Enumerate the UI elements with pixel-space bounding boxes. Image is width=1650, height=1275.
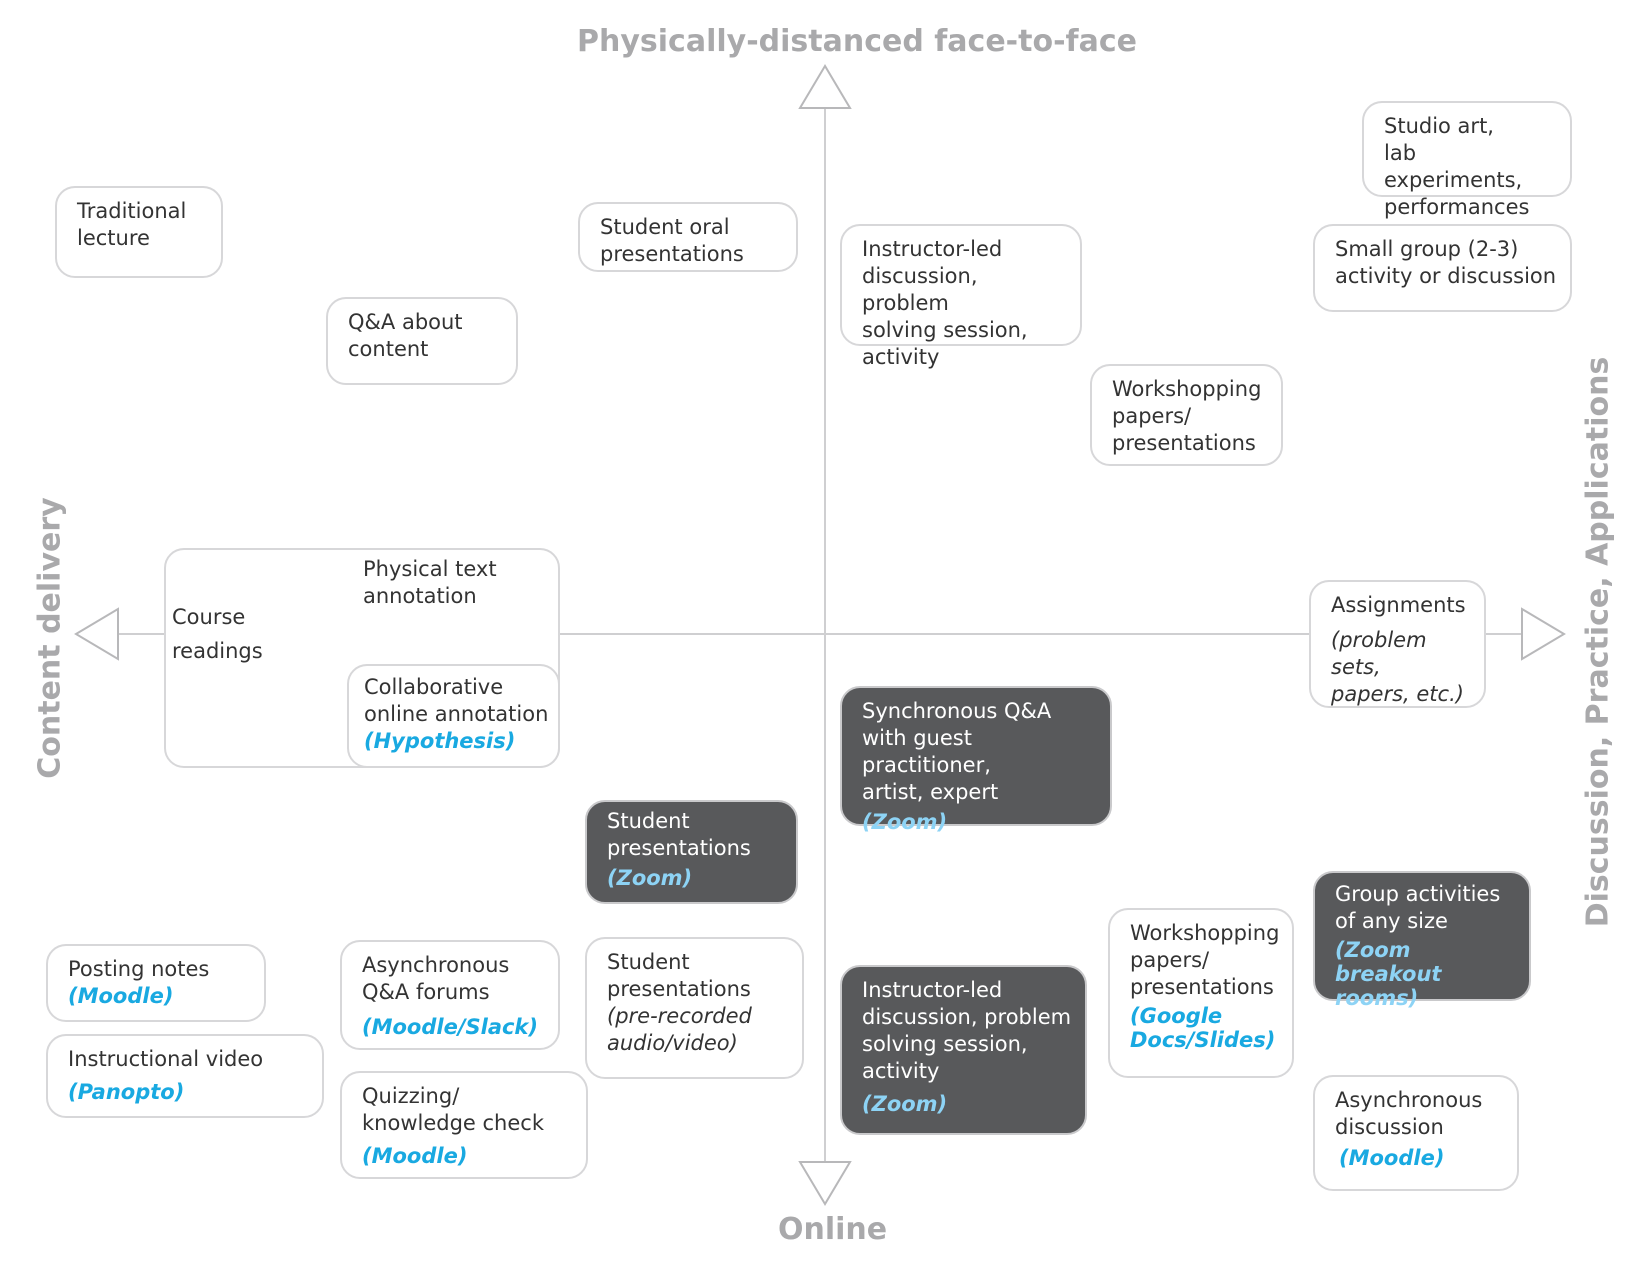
arrow-right-icon: [1521, 607, 1566, 661]
box-line: Physical text: [363, 557, 497, 581]
box-line: presentations: [600, 242, 744, 266]
box-collab-annotation: Collaborative online annotation (Hypothe…: [347, 664, 560, 768]
box-line: Student: [607, 950, 690, 974]
box-line: papers/: [1112, 404, 1192, 428]
axis-label-right: Discussion, Practice, Applications: [1580, 356, 1616, 928]
box-instructor-led-online: Instructor-led discussion, problem solvi…: [840, 965, 1087, 1135]
box-studio-art: Studio art, lab experiments, performance…: [1362, 101, 1572, 219]
tool-label: (Hypothesis): [364, 729, 516, 753]
box-workshopping-f2f: Workshopping papers/ presentations: [1090, 364, 1283, 466]
box-async-qa: Asynchronous Q&A forums (Moodle/Slack): [340, 940, 560, 1050]
box-instructor-led-f2f: Instructor-led discussion, problem solvi…: [840, 224, 1082, 369]
arrow-left-icon: [74, 607, 119, 661]
box-small-group: Small group (2-3) activity or discussion: [1313, 224, 1572, 312]
box-line: Collaborative: [364, 675, 504, 699]
box-italic-line: papers, etc.): [1331, 682, 1464, 706]
box-line: activity: [862, 345, 940, 369]
tool-label: (Zoom): [862, 810, 948, 834]
box-line: online annotation: [364, 702, 549, 726]
box-traditional-lecture: Traditional lecture: [55, 186, 223, 278]
box-line: Q&A forums: [362, 980, 490, 1004]
box-line: solving session,: [862, 318, 1028, 342]
box-line: Posting notes: [68, 957, 210, 981]
tool-label: (Moodle): [1339, 1146, 1445, 1170]
box-posting-notes: Posting notes (Moodle): [46, 944, 266, 1022]
tool-label: (Google Docs/Slides): [1130, 1004, 1276, 1052]
box-line: lecture: [77, 226, 150, 250]
box-line: discussion, problem: [862, 264, 978, 315]
box-line: presentations: [607, 836, 751, 860]
box-line: Assignments: [1331, 593, 1466, 617]
box-line: presentations: [607, 977, 751, 1001]
box-italic-line: (pre-recorded: [607, 1004, 752, 1028]
box-line: content: [348, 337, 429, 361]
box-assignments: Assignments (problem sets, papers, etc.): [1309, 580, 1486, 708]
box-line: presentations: [1130, 975, 1274, 999]
box-line: lab experiments,: [1384, 141, 1523, 192]
box-student-pres-recorded: Student presentations (pre-recorded audi…: [585, 937, 804, 1079]
tool-label: (Moodle/Slack): [362, 1015, 538, 1039]
box-line: Studio art,: [1384, 114, 1494, 138]
box-line: knowledge check: [362, 1111, 544, 1135]
box-italic-line: (problem sets,: [1331, 628, 1427, 679]
box-line: Instructional video: [68, 1047, 264, 1071]
box-line: performances: [1384, 195, 1530, 219]
box-line: Workshopping: [1130, 921, 1280, 945]
axis-label-bottom: Online: [778, 1212, 888, 1247]
tool-label: (Panopto): [68, 1080, 185, 1104]
box-line: Instructor-led: [862, 237, 1003, 261]
box-line: activity: [862, 1059, 940, 1083]
arrow-down-icon: [798, 1161, 852, 1206]
box-qa-content: Q&A about content: [326, 297, 518, 385]
box-line: Instructor-led: [862, 978, 1003, 1002]
axis-label-left: Content delivery: [32, 497, 68, 779]
box-line: readings: [172, 639, 263, 663]
box-line: discussion, problem: [862, 1005, 1072, 1029]
box-line: Small group (2-3): [1335, 237, 1519, 261]
box-line: solving session,: [862, 1032, 1028, 1056]
box-line: discussion: [1335, 1115, 1444, 1139]
box-line: of any size: [1335, 909, 1448, 933]
box-line: Course: [172, 605, 246, 629]
box-group-activities: Group activities of any size (Zoom break…: [1313, 871, 1531, 1010]
box-italic-line: audio/video): [607, 1031, 738, 1055]
arrow-up-icon: [798, 64, 852, 109]
box-line: papers/: [1130, 948, 1210, 972]
box-sync-qa-guest: Synchronous Q&A with guest practitioner,…: [840, 686, 1112, 834]
box-workshopping-online: Workshopping papers/ presentations (Goog…: [1108, 908, 1294, 1078]
box-student-pres-zoom: Student presentations (Zoom): [585, 800, 798, 904]
box-line: with guest practitioner,: [862, 726, 991, 777]
box-async-discussion: Asynchronous discussion (Moodle): [1313, 1075, 1519, 1191]
tool-label: (Moodle): [362, 1144, 468, 1168]
course-readings-label: Course readings: [172, 600, 263, 668]
tool-label: (Zoom): [862, 1092, 948, 1116]
box-line: Q&A about: [348, 310, 463, 334]
box-line: Quizzing/: [362, 1084, 460, 1108]
box-instructional-video: Instructional video (Panopto): [46, 1034, 324, 1118]
tool-label: (Moodle): [68, 984, 174, 1008]
box-line: Student oral: [600, 215, 730, 239]
box-line: annotation: [363, 584, 477, 608]
box-line: activity or discussion: [1335, 264, 1557, 288]
box-line: Traditional: [77, 199, 187, 223]
box-quizzing: Quizzing/ knowledge check (Moodle): [340, 1071, 588, 1179]
box-line: presentations: [1112, 431, 1256, 455]
box-line: Asynchronous: [1335, 1088, 1483, 1112]
axis-label-top: Physically-distanced face-to-face: [577, 24, 1137, 59]
tool-label: (Zoom breakout rooms): [1335, 938, 1442, 1010]
box-line: Asynchronous: [362, 953, 510, 977]
box-oral-presentations: Student oral presentations: [578, 202, 798, 272]
box-line: Synchronous Q&A: [862, 699, 1052, 723]
box-line: Workshopping: [1112, 377, 1262, 401]
box-line: Student: [607, 809, 690, 833]
tool-label: (Zoom): [607, 866, 693, 890]
box-line: Group activities: [1335, 882, 1501, 906]
physical-annotation-label: Physical text annotation: [363, 556, 497, 610]
box-line: artist, expert: [862, 780, 999, 804]
